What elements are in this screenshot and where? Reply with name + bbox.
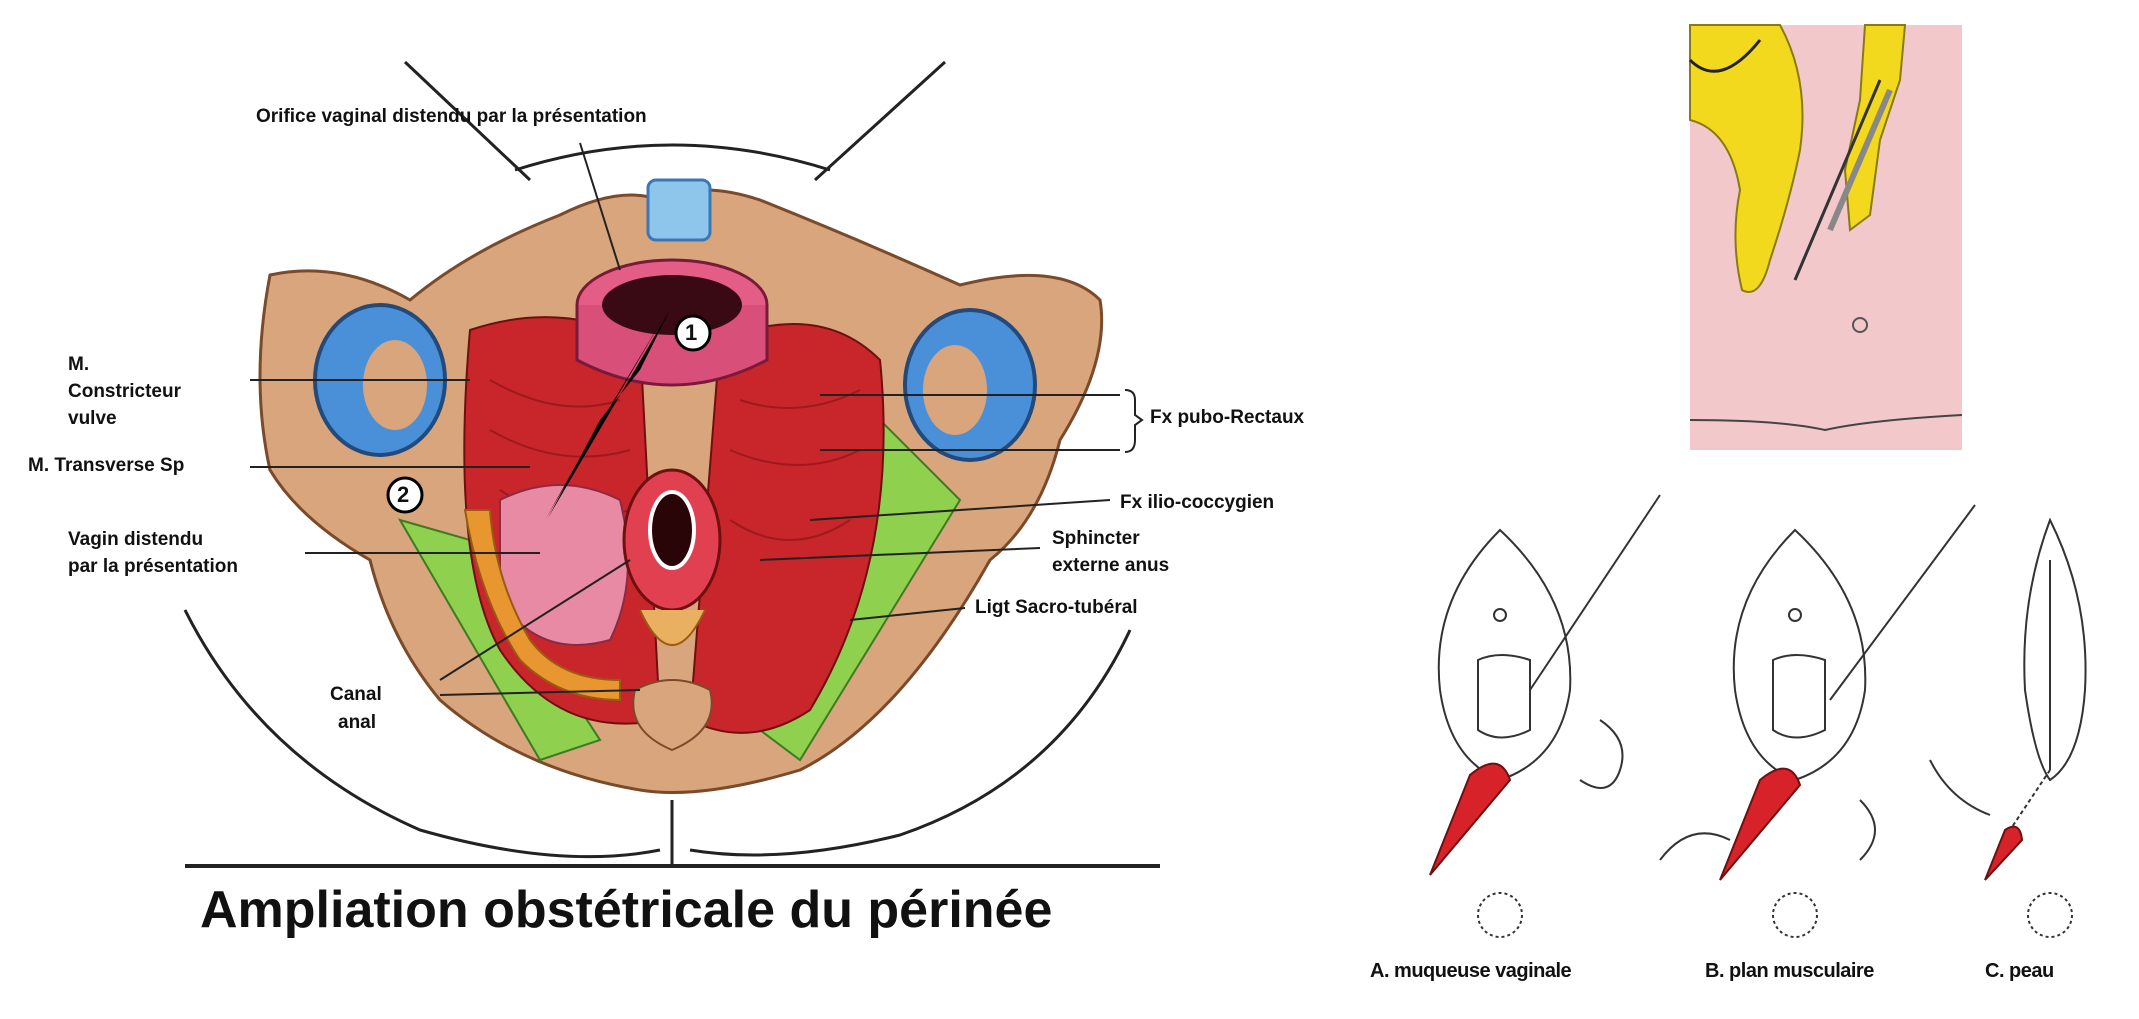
marker-2-circle <box>386 476 424 514</box>
label-vagin-1: Vagin distendu <box>68 529 204 550</box>
label-pubo-rectaux: Fx pubo-Rectaux <box>1150 407 1305 428</box>
step-c-sketch <box>1929 517 2087 938</box>
label-vagin-2: par la présentation <box>68 556 238 577</box>
diagram-title: Ampliation obstétricale du périnée <box>200 881 1053 939</box>
anal-canal-opening <box>648 490 696 570</box>
label-ilio-coccygien: Fx ilio-coccygien <box>1120 492 1275 513</box>
marker-1-label: 1 <box>685 320 698 345</box>
step-b-sketch <box>1659 504 1976 938</box>
glove-shape <box>1689 24 1804 293</box>
label-constricteur-1: M. <box>68 354 90 375</box>
coccyx <box>632 679 713 752</box>
distended-vagina <box>499 484 629 646</box>
label-orifice: Orifice vaginal distendu par la présenta… <box>256 106 647 127</box>
label-canal-1: Canal <box>330 684 382 705</box>
step-a-flap <box>1429 762 1512 876</box>
label-sphincter-1: Sphincter <box>1052 528 1140 549</box>
marker-2-label: 2 <box>397 482 410 507</box>
label-constricteur-3: vulve <box>68 408 117 429</box>
step-c-caption: C. peau <box>1985 960 2054 982</box>
step-b-caption: B. plan musculaire <box>1705 960 1874 982</box>
label-transverse: M. Transverse Sp <box>28 455 185 476</box>
label-canal-2: anal <box>338 712 377 733</box>
step-a-sketch <box>1437 494 1661 938</box>
step-b-flap <box>1719 767 1802 881</box>
step-a-caption: A. muqueuse vaginale <box>1370 960 1572 982</box>
marker-1-circle <box>674 314 712 352</box>
levator-muscle-right <box>688 323 885 734</box>
label-sphincter-2: externe anus <box>1052 555 1170 576</box>
label-constricteur-2: Constricteur <box>68 381 181 402</box>
label-ligt-sacro-tuberal: Ligt Sacro-tubéral <box>975 597 1138 618</box>
pubic-symphysis <box>646 178 712 242</box>
step-c-flap <box>1984 825 2024 881</box>
